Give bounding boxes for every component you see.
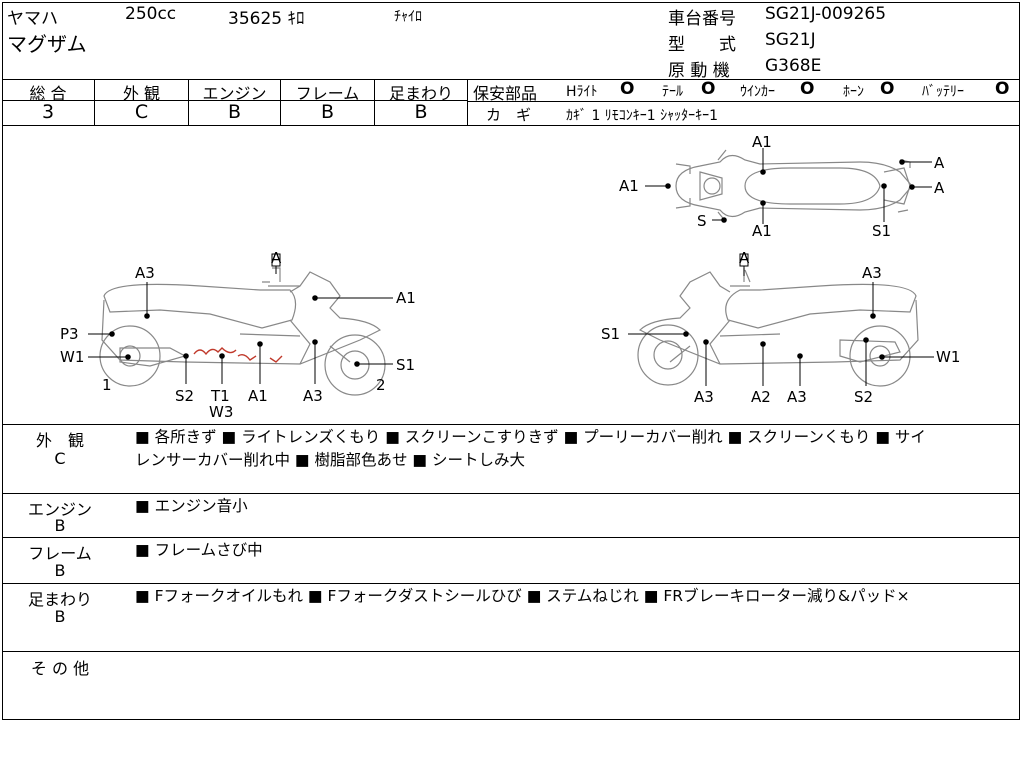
grade-label-frame: フレーム xyxy=(295,84,360,103)
safety-item-horn: ﾎｰﾝ xyxy=(843,84,864,100)
grade-label-engine: エンジン xyxy=(202,84,267,103)
safety-mark-headlight: O xyxy=(620,79,635,99)
label-left-a: A xyxy=(271,249,282,267)
label-left-a1-bottom: A1 xyxy=(248,387,268,405)
label-left-1: 1 xyxy=(102,376,112,394)
label-left-s1: S1 xyxy=(396,356,415,374)
label-left-w3: W3 xyxy=(209,403,233,421)
grade-table-top xyxy=(2,79,1020,80)
label-left-s2: S2 xyxy=(175,387,194,405)
label-top-s: S xyxy=(697,212,707,230)
section-label-engine: エンジン xyxy=(27,500,92,519)
section-label-other: そ の 他 xyxy=(30,659,90,678)
type-value: SG21J xyxy=(765,30,816,50)
grade-label-suspension: 足まわり xyxy=(388,84,453,103)
frame-no-label: 車台番号 xyxy=(668,9,736,29)
section-text-engine: ■ エンジン音小 xyxy=(135,497,248,515)
safety-item-battery: ﾊﾞｯﾃﾘｰ xyxy=(922,84,964,100)
section-label-exterior: 外 観 xyxy=(35,431,84,450)
section-grade-engine: B xyxy=(54,516,66,535)
label-left-a3-bottom: A3 xyxy=(303,387,323,405)
engine-label: 原 動 機 xyxy=(668,61,730,81)
label-top-a-lower: A xyxy=(934,179,945,197)
grade-col-divider xyxy=(467,79,468,125)
label-right-a3-left: A3 xyxy=(694,388,714,406)
label-right-s1: S1 xyxy=(601,325,620,343)
grade-col-divider xyxy=(374,79,375,125)
section-grade-exterior: C xyxy=(54,449,66,468)
label-left-2: 2 xyxy=(376,376,386,394)
section-text-frame: ■ フレームさび中 xyxy=(135,541,263,559)
color: ﾁｬｲﾛ xyxy=(394,9,422,25)
damage-diagram: A1 A1 A A S A1 S1 A A3 A1 P3 W1 S1 1 2 S… xyxy=(60,133,960,421)
scooter-top-view xyxy=(675,149,913,223)
section-divider xyxy=(2,424,1020,425)
label-left-p3: P3 xyxy=(60,325,79,343)
grade-label-exterior: 外 観 xyxy=(122,84,161,103)
label-right-a3-top: A3 xyxy=(862,264,882,282)
label-left-t1: T1 xyxy=(210,387,230,405)
section-grade-suspension: B xyxy=(54,607,66,626)
scooter-right-view xyxy=(637,268,919,387)
grade-value-overall: 3 xyxy=(41,101,55,123)
section-divider xyxy=(2,493,1020,494)
safety-item-tail: ﾃｰﾙ xyxy=(662,84,683,100)
safety-mark-tail: O xyxy=(701,79,716,99)
label-top-a1-front: A1 xyxy=(752,133,772,151)
grade-value-suspension: B xyxy=(414,101,428,123)
grade-label-overall: 総 合 xyxy=(29,84,67,103)
model-name: マグザム xyxy=(7,32,87,56)
label-right-w1: W1 xyxy=(936,348,960,366)
displacement: 250cc xyxy=(125,4,177,24)
section-divider xyxy=(2,583,1020,584)
maker: ヤマハ xyxy=(7,9,58,29)
type-label: 型 式 xyxy=(668,35,736,55)
grade-col-divider xyxy=(280,79,281,125)
safety-mark-battery: O xyxy=(995,79,1010,99)
key-label: カ ギ xyxy=(486,106,532,124)
label-top-a-upper: A xyxy=(934,154,945,172)
label-top-a1-bottom: A1 xyxy=(752,222,772,240)
damage-mark-scratch xyxy=(193,347,283,363)
grade-col-divider xyxy=(94,79,95,125)
safety-mark-winker: O xyxy=(800,79,815,99)
section-text-suspension: ■ Fフォークオイルもれ ■ Fフォークダストシールひび ■ ステムねじれ ■ … xyxy=(135,587,910,605)
safety-label: 保安部品 xyxy=(473,84,538,103)
label-left-w1: W1 xyxy=(60,348,84,366)
sheet-frame xyxy=(2,2,1020,720)
engine-value: G368E xyxy=(765,56,822,76)
mileage: 35625 ｷﾛ xyxy=(228,9,305,29)
label-top-a1-side: A1 xyxy=(619,177,639,195)
grade-col-divider xyxy=(188,79,189,125)
section-label-frame: フレーム xyxy=(28,544,92,563)
section-text-exterior-line2: レンサーカバー削れ中 ■ 樹脂部色あせ ■ シートしみ大 xyxy=(135,451,525,469)
label-left-a3-top: A3 xyxy=(135,264,155,282)
safety-mark-horn: O xyxy=(880,79,895,99)
key-value: ｶｷﾞ 1 ﾘﾓｺﾝｷｰ1 ｼｬｯﾀｰｷｰ1 xyxy=(566,108,719,124)
grade-value-exterior: C xyxy=(134,101,149,123)
section-divider xyxy=(2,537,1020,538)
grade-header-divider xyxy=(2,100,468,101)
frame-no-value: SG21J-009265 xyxy=(765,4,887,24)
safety-item-headlight: Hﾗｲﾄ xyxy=(566,84,598,100)
label-right-s2: S2 xyxy=(854,388,873,406)
label-left-a1-right: A1 xyxy=(396,289,416,307)
section-divider xyxy=(2,651,1020,652)
scooter-left-view xyxy=(99,267,386,396)
section-grade-frame: B xyxy=(54,561,66,580)
section-label-suspension: 足まわり xyxy=(27,590,92,609)
section-text-exterior-line1: ■ 各所きず ■ ライトレンズくもり ■ スクリーンこすりきず ■ プーリーカバ… xyxy=(135,428,926,446)
label-top-s1: S1 xyxy=(872,222,891,240)
safety-divider xyxy=(468,101,1020,102)
grade-value-engine: B xyxy=(227,101,242,123)
grade-value-frame: B xyxy=(320,101,335,123)
label-right-a2: A2 xyxy=(751,388,771,406)
grade-table-bottom xyxy=(2,125,1020,126)
safety-item-winker: ｳｲﾝｶｰ xyxy=(740,84,775,100)
label-right-a3-mid: A3 xyxy=(787,388,807,406)
label-right-a: A xyxy=(739,249,750,267)
